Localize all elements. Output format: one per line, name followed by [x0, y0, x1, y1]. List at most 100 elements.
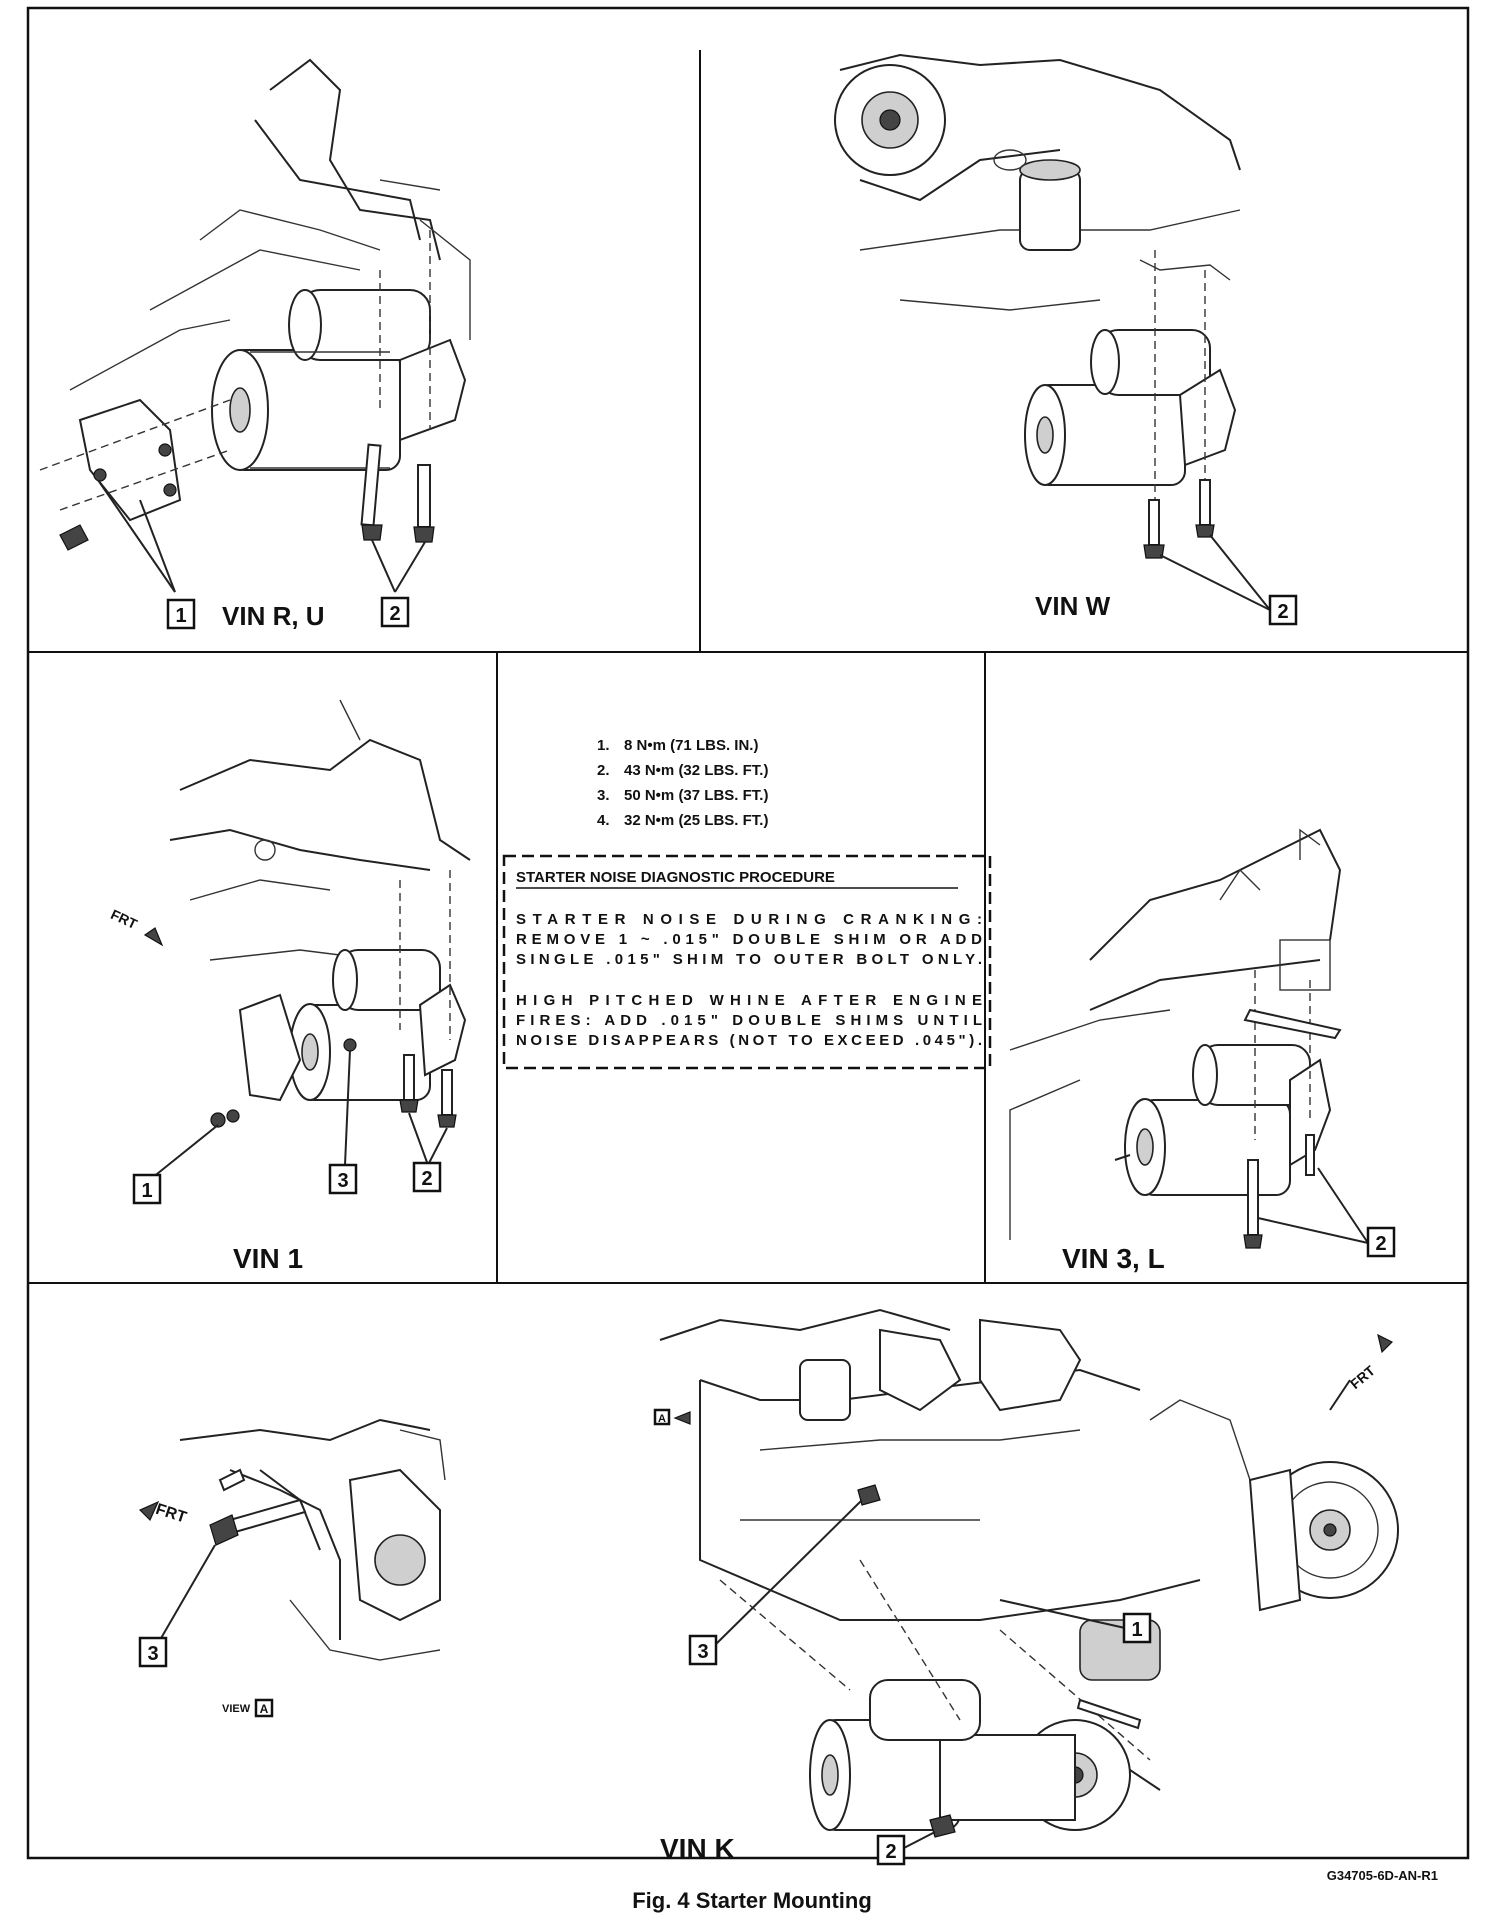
front-label: FRT: [154, 1501, 189, 1527]
starter-motor-drawing: [1114, 1044, 1332, 1196]
view-marker-box: [653, 1408, 671, 1426]
callout-box: [1366, 1226, 1396, 1258]
callout-leader: [151, 1124, 219, 1179]
callout-box: [412, 1161, 442, 1193]
callout-box: [138, 1636, 168, 1668]
callout-1: 1: [141, 1180, 152, 1202]
engine-block-drawing: [834, 53, 1241, 311]
callout-1: 1: [1131, 1619, 1142, 1641]
view-letter: A: [260, 1702, 269, 1716]
engine-block-drawing: [169, 699, 471, 961]
bolt-drawing: [59, 443, 435, 551]
callout-box: [132, 1173, 162, 1205]
noise-line: SINGLE .015" SHIM TO OUTER BOLT ONLY.: [516, 951, 982, 968]
panel-title: VIN 3, L: [1062, 1243, 1165, 1274]
callout-box: [688, 1634, 718, 1666]
callout-leader: [1209, 534, 1271, 611]
front-arrow: FRT: [108, 906, 164, 947]
callout-box: [166, 598, 196, 630]
callout-leader: [371, 539, 396, 593]
engine-block-drawing: [69, 58, 471, 391]
spec-number: 3.: [597, 787, 610, 804]
starter-motor-drawing: [809, 1679, 1161, 1831]
panel-vin-ru: 1 VIN R, U 2: [39, 58, 471, 631]
callout-leader: [1159, 554, 1271, 611]
callout-box: [1268, 594, 1298, 626]
callout-2: 2: [1375, 1233, 1386, 1255]
bolt-drawing: [210, 1038, 457, 1128]
callout-2: 2: [1277, 601, 1288, 623]
spec-text: 43 N•m (32 LBS. FT.): [624, 762, 768, 779]
callout-3: 3: [147, 1643, 158, 1665]
spec-number: 4.: [597, 812, 610, 829]
figure-code: G34705-6D-AN-R1: [1327, 1868, 1438, 1883]
spec-number: 1.: [597, 737, 610, 754]
panel-vin-k: A FRT 3 1 2 VIN K: [653, 1308, 1399, 1866]
noise-box-border: [502, 854, 992, 1070]
callout-leader: [139, 499, 176, 593]
noise-line: NOISE DISAPPEARS (NOT TO EXCEED .045").: [516, 1032, 982, 1049]
callout-leader: [159, 1544, 216, 1641]
view-letter-box: [254, 1698, 274, 1718]
figure-caption: Fig. 4 Starter Mounting: [632, 1888, 872, 1913]
callout-2: 2: [885, 1841, 896, 1863]
callout-leader: [97, 479, 176, 593]
callout-leader: [711, 1499, 863, 1649]
bolt-drawing: [1143, 479, 1215, 559]
panel-vin-w: VIN W 2: [834, 53, 1298, 626]
spec-number: 2.: [597, 762, 610, 779]
callout-2: 2: [421, 1168, 432, 1190]
panel-title: VIN 1: [233, 1243, 303, 1274]
spec-text: 32 N•m (25 LBS. FT.): [624, 812, 768, 829]
panel-vin-3l: VIN 3, L 2: [1009, 828, 1396, 1274]
callout-box: [876, 1834, 906, 1866]
spec-text: 50 N•m (37 LBS. FT.): [624, 787, 768, 804]
panel-title: VIN R, U: [222, 601, 325, 631]
shim-drawing: [1243, 1008, 1342, 1040]
panel-title: VIN W: [1035, 591, 1111, 621]
callout-2: 2: [389, 603, 400, 625]
callout-leader: [394, 541, 426, 593]
callout-leader: [408, 1112, 429, 1166]
front-label: FRT: [108, 906, 140, 932]
starter-motor-drawing: [289, 949, 467, 1101]
callout-leader: [344, 1049, 351, 1166]
callout-box: [1122, 1612, 1152, 1644]
callout-leader: [999, 1599, 1126, 1629]
mounting-bracket-drawing: [238, 993, 302, 1102]
front-label: FRT: [1347, 1362, 1378, 1392]
callout-3: 3: [697, 1641, 708, 1663]
engine-block-drawing: [179, 1418, 446, 1661]
starter-motor-drawing: [211, 289, 467, 471]
bolt-drawing: [209, 1468, 307, 1546]
noise-line: FIRES: ADD .015" DOUBLE SHIMS UNTIL: [516, 1012, 982, 1029]
starter-motor-drawing: [1024, 329, 1237, 486]
callout-leader: [899, 1831, 936, 1851]
panel-title: VIN K: [660, 1833, 735, 1864]
noise-line: STARTER NOISE DURING CRANKING:: [516, 911, 982, 928]
panel-title: VIEW: [222, 1703, 251, 1715]
noise-diagnostic-box: STARTER NOISE DIAGNOSTIC PROCEDURE START…: [502, 854, 992, 1070]
bolt-drawing: [1243, 1134, 1315, 1249]
panel-view-a: FRT 3 VIEW A: [138, 1418, 446, 1718]
view-marker-letter: A: [658, 1413, 666, 1425]
view-a-marker: A: [653, 1408, 691, 1426]
engine-block-drawing: [659, 1308, 1251, 1681]
noise-box-title: STARTER NOISE DIAGNOSTIC PROCEDURE: [516, 869, 835, 886]
spec-text: 8 N•m (71 LBS. IN.): [624, 737, 758, 754]
callout-leader: [427, 1127, 448, 1166]
callout-box: [328, 1163, 358, 1195]
front-arrow: FRT: [138, 1500, 189, 1527]
callout-1: 1: [175, 605, 186, 627]
mounting-bracket-drawing: [78, 398, 182, 522]
callout-3: 3: [337, 1170, 348, 1192]
noise-line: REMOVE 1 ~ .015" DOUBLE SHIM OR ADD: [516, 931, 982, 948]
callout-leader: [1257, 1217, 1369, 1244]
callout-box: [380, 596, 410, 628]
engine-block-drawing: [1009, 828, 1342, 1240]
front-arrow: FRT: [1329, 1333, 1394, 1411]
pulley-drawing: [1248, 1461, 1399, 1612]
callout-leader: [1317, 1167, 1369, 1244]
noise-line: HIGH PITCHED WHINE AFTER ENGINE: [516, 992, 982, 1009]
